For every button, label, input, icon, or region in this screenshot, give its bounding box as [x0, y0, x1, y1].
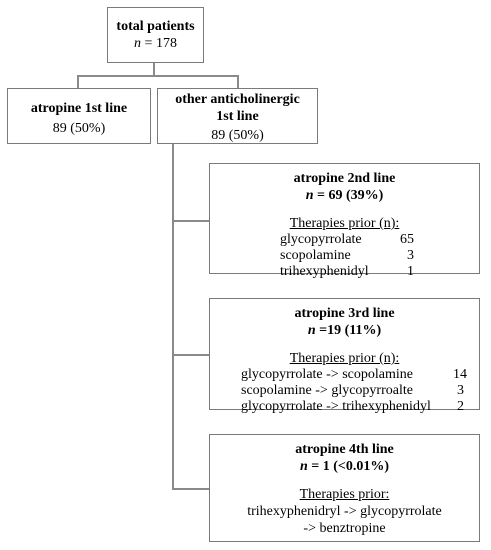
item-count: 14	[453, 367, 467, 382]
second-title: atropine 2nd line	[293, 171, 396, 186]
item-name: trihexyphenidyl	[280, 264, 369, 279]
fourth-title: atropine 4th line	[295, 442, 394, 457]
first-line-count: 89 (50%)	[52, 121, 106, 136]
other-anticholinergic-box: other anticholinergic 1st line 89 (50%)	[157, 88, 318, 144]
fourth-prior-line2: -> benztropine	[303, 521, 386, 536]
connector-total-down	[153, 62, 155, 76]
other-count: 89 (50%)	[211, 128, 264, 143]
item-count: 3	[457, 383, 464, 398]
total-title: total patients	[116, 19, 195, 34]
fourth-prior-line1: trihexyphenidryl -> glycopyrrolate	[247, 504, 442, 519]
second-prior-heading: Therapies prior (n):	[210, 215, 479, 232]
list-item: glycopyrrolate 65	[280, 232, 414, 248]
item-count: 1	[407, 264, 414, 279]
list-item: glycopyrrolate -> trihexyphenidyl 2	[241, 399, 467, 415]
item-name: glycopyrrolate -> trihexyphenidyl	[241, 399, 431, 414]
third-items-list: glycopyrrolate -> scopolamine 14 scopola…	[241, 367, 467, 415]
fourth-n-label: n	[299, 459, 308, 474]
connector-horizontal-split	[77, 75, 238, 77]
third-title: atropine 3rd line	[294, 306, 395, 321]
first-line-title: atropine 1st line	[30, 101, 128, 116]
connector-to-third	[172, 354, 210, 356]
item-name: scopolamine	[280, 248, 351, 263]
other-title-line2: 1st line	[216, 109, 259, 124]
item-count: 2	[457, 399, 464, 414]
item-name: scopolamine -> glycopyrroalte	[241, 383, 413, 398]
item-count: 3	[407, 248, 414, 263]
fourth-n-value: = 1 (<0.01%)	[307, 459, 390, 474]
item-name: glycopyrrolate -> scopolamine	[241, 367, 413, 382]
second-items-list: glycopyrrolate 65 scopolamine 3 trihexyp…	[280, 232, 414, 280]
list-item: scopolamine -> glycopyrroalte 3	[241, 383, 467, 399]
list-item: trihexyphenidyl 1	[280, 264, 414, 280]
fourth-prior-heading: Therapies prior:	[210, 486, 479, 503]
third-prior-label: Therapies prior (n):	[289, 351, 400, 366]
connector-to-first-line	[77, 75, 79, 89]
atropine-fourth-line-box: atropine 4th line n = 1 (<0.01%) Therapi…	[209, 434, 480, 542]
total-patients-box: total patients n = 178	[107, 7, 204, 63]
list-item: scopolamine 3	[280, 248, 414, 264]
third-n-label: n	[307, 323, 316, 338]
item-count: 65	[400, 232, 414, 247]
connector-to-fourth	[172, 488, 210, 490]
atropine-second-line-box: atropine 2nd line n = 69 (39%) Therapies…	[209, 163, 480, 279]
list-item: glycopyrrolate -> scopolamine 14	[241, 367, 467, 383]
connector-to-other	[237, 75, 239, 89]
item-name: glycopyrrolate	[280, 232, 362, 247]
fourth-count: n = 1 (<0.01%)	[210, 458, 479, 475]
second-n-label: n	[305, 188, 314, 203]
atropine-third-line-box: atropine 3rd line n =19 (11%) Therapies …	[209, 298, 480, 414]
other-title-line1: other anticholinergic	[175, 92, 300, 107]
fourth-prior-label: Therapies prior:	[299, 487, 390, 502]
total-n-value: = 178	[144, 36, 177, 51]
connector-to-second	[172, 220, 210, 222]
second-n-value: = 69 (39%)	[313, 188, 384, 203]
third-prior-heading: Therapies prior (n):	[210, 350, 479, 367]
total-count: n = 178	[108, 35, 203, 52]
third-count: n =19 (11%)	[210, 322, 479, 339]
connector-trunk	[172, 143, 174, 489]
total-n-label: n	[134, 36, 142, 51]
second-prior-label: Therapies prior (n):	[289, 216, 400, 231]
atropine-first-line-box: atropine 1st line 89 (50%)	[7, 88, 151, 144]
third-n-value: =19 (11%)	[315, 323, 382, 338]
second-count: n = 69 (39%)	[210, 187, 479, 204]
